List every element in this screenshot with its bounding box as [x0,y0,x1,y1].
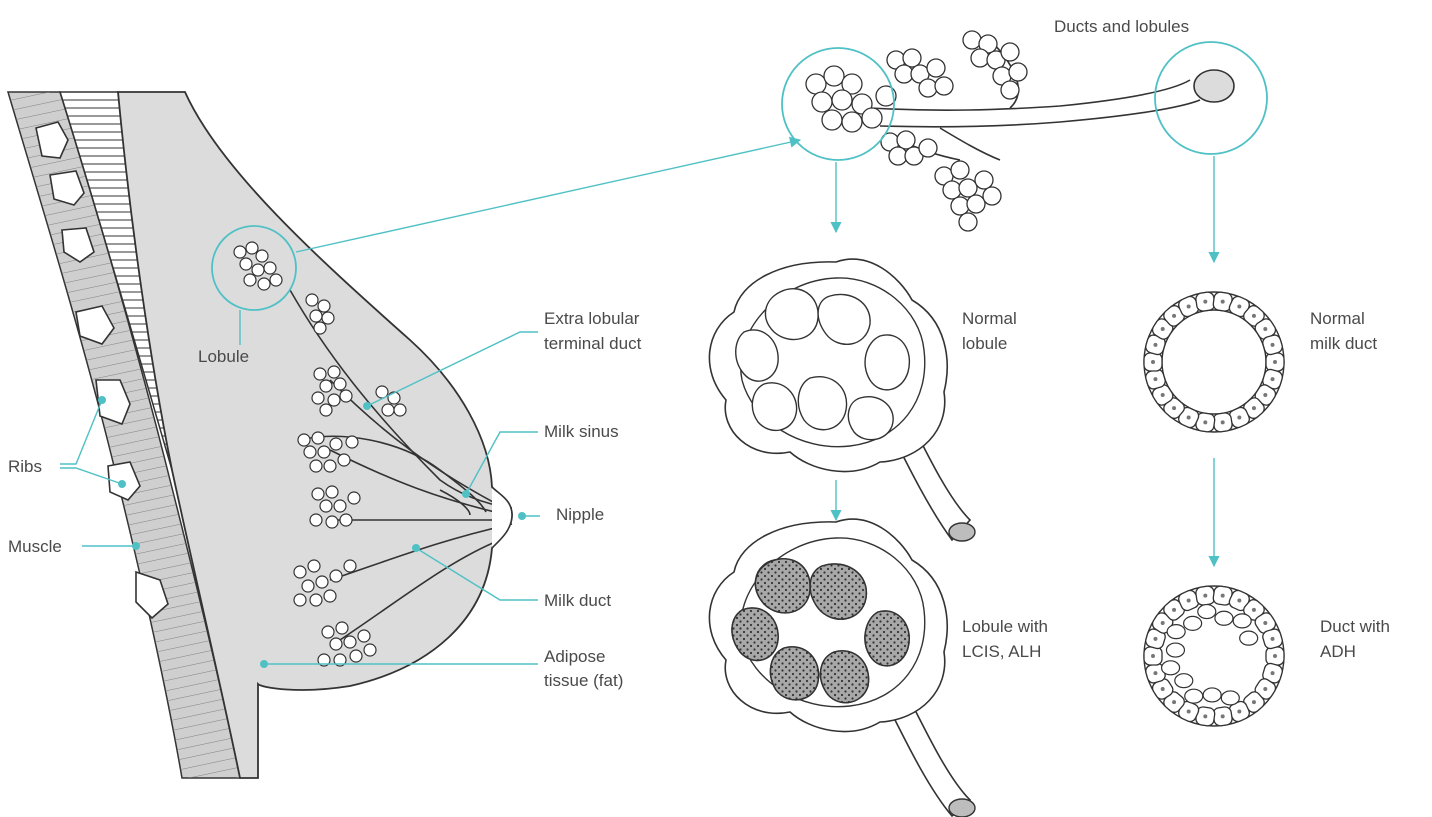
proliferating-cell [1184,616,1202,630]
cell-nucleus [1153,671,1157,675]
cell-nucleus [1151,360,1155,364]
lcis-lobule-label-2: LCIS, ALH [962,642,1041,661]
cell-nucleus [1221,420,1225,424]
proliferating-cell [1233,614,1251,628]
normal-lobule-label-2: lobule [962,334,1007,353]
lcis-lobule-label-1: Lobule with [962,617,1048,636]
lobule-label: Lobule [198,347,249,366]
cell-nucleus [1203,420,1207,424]
proliferating-cell [1198,605,1216,619]
cell-nucleus [1187,709,1191,713]
cell-nucleus [1237,305,1241,309]
ducts-and-lobules-label: Ducts and lobules [1054,17,1189,36]
cell-nucleus [1273,360,1277,364]
normal-lobule-label-1: Normal [962,309,1017,328]
cell-nucleus [1252,608,1256,612]
cell-nucleus [1153,343,1157,347]
nipple [492,487,512,548]
milk-sinus-label: Milk sinus [544,422,619,441]
milk-duct-label: Milk duct [544,591,611,610]
proliferating-cell [1167,625,1185,639]
normal-duct-label-2: milk duct [1310,334,1377,353]
cell-nucleus [1252,406,1256,410]
cell-nucleus [1271,671,1275,675]
proliferating-cell [1185,689,1203,703]
cell-nucleus [1161,327,1165,331]
ducts-and-lobules-illustration [782,31,1267,262]
cell-nucleus [1161,621,1165,625]
breast-cross-section [8,92,512,778]
adipose-label-1: Adipose [544,647,605,666]
cell-nucleus [1221,714,1225,718]
normal-duct-label-1: Normal [1310,309,1365,328]
cell-nucleus [1172,314,1176,318]
cell-nucleus [1271,377,1275,381]
proliferating-cell [1240,631,1258,645]
cell-nucleus [1203,714,1207,718]
cell-nucleus [1187,599,1191,603]
cell-nucleus [1221,594,1225,598]
cell-nucleus [1271,343,1275,347]
cell-nucleus [1271,637,1275,641]
cell-nucleus [1273,654,1277,658]
proliferating-cell [1203,688,1221,702]
proliferating-cell [1215,611,1233,625]
cell-nucleus [1187,415,1191,419]
adipose-label-2: tissue (fat) [544,671,623,690]
adh-duct-label-2: ADH [1320,642,1356,661]
proliferating-cell [1166,643,1184,657]
proliferating-cell [1162,661,1180,675]
proliferating-cell [1175,674,1193,688]
cell-nucleus [1161,687,1165,691]
adh-duct-illustration [1144,585,1284,726]
normal-lobule-illustration [709,259,975,541]
extra-lobular-duct-label-1: Extra lobular [544,309,640,328]
cell-nucleus [1151,654,1155,658]
cell-nucleus [1263,621,1267,625]
cell-nucleus [1252,314,1256,318]
nipple-label: Nipple [556,505,604,524]
proliferating-cell [1221,691,1239,705]
cell-nucleus [1172,700,1176,704]
cell-nucleus [1237,599,1241,603]
cell-nucleus [1172,608,1176,612]
cell-nucleus [1203,300,1207,304]
adh-duct-label-1: Duct with [1320,617,1390,636]
muscle-label: Muscle [8,537,62,556]
normal-duct-illustration [1144,291,1284,566]
cell-nucleus [1237,415,1241,419]
cell-nucleus [1237,709,1241,713]
cell-nucleus [1161,393,1165,397]
cell-nucleus [1263,687,1267,691]
cell-nucleus [1172,406,1176,410]
cell-nucleus [1263,327,1267,331]
ribs-label: Ribs [8,457,42,476]
cell-nucleus [1263,393,1267,397]
cell-nucleus [1153,637,1157,641]
cell-nucleus [1221,300,1225,304]
cell-nucleus [1153,377,1157,381]
lcis-lobule-illustration [709,519,975,817]
cell-nucleus [1252,700,1256,704]
cell-nucleus [1203,594,1207,598]
cell-nucleus [1187,305,1191,309]
extra-lobular-duct-label-2: terminal duct [544,334,642,353]
